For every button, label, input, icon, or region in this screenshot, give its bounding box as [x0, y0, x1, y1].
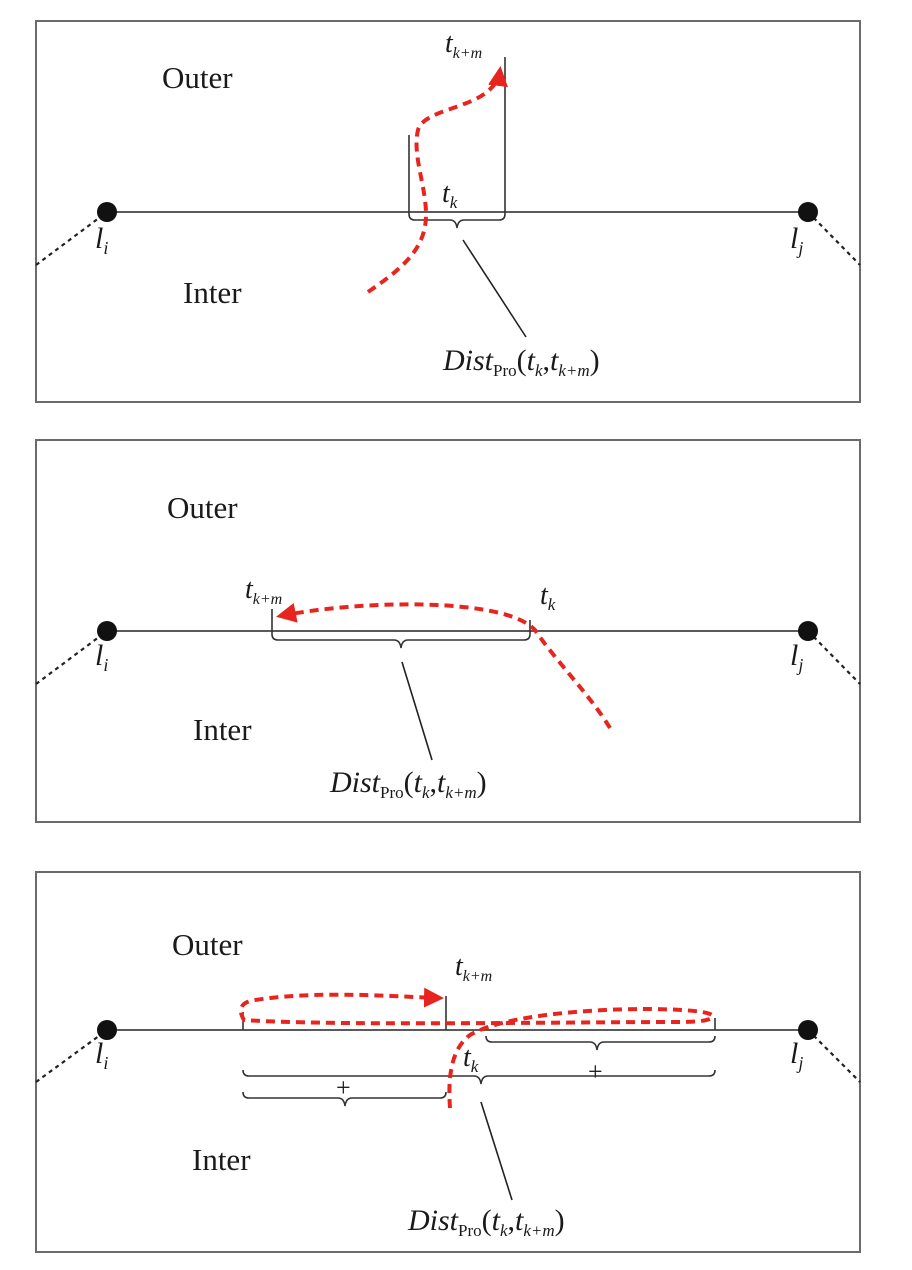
panel-1-tk-label: tk	[442, 178, 458, 212]
panel-2-node-j	[798, 621, 818, 641]
panel-1-inter-label: Inter	[183, 275, 242, 310]
panel-2-trajectory	[276, 602, 612, 730]
panel-2-dist-label: DistPro(tk,tk+m)	[329, 766, 487, 802]
panel-3-right-bracket	[485, 1035, 716, 1051]
panel-3-left-bracket	[242, 1091, 447, 1107]
panel-3-tkm-label: tk+m	[455, 951, 492, 985]
panel-1-node-j	[798, 202, 818, 222]
panel-3-node-j-label: lj	[790, 1037, 803, 1073]
panel-3-inter-label: Inter	[192, 1142, 251, 1177]
panel-3-total-bracket	[242, 1069, 716, 1085]
panel-3-frame	[35, 871, 861, 1253]
panel-2-inter-label: Inter	[193, 712, 252, 747]
panel-2-leader-line	[401, 661, 433, 761]
panel-3-node-i	[97, 1020, 117, 1040]
panel-1-node-i	[97, 202, 117, 222]
panel-1-node-i-label: li	[95, 222, 108, 258]
panel-1-leader-line	[462, 239, 527, 338]
panel-3-leader-line	[480, 1101, 513, 1201]
panel-2-tkm-label: tk+m	[245, 574, 282, 608]
panel-2-distance-bracket	[271, 609, 531, 649]
panel-3-plus-left: +	[336, 1073, 351, 1102]
panel-3-plus-right: +	[588, 1057, 603, 1086]
panel-3-dist-label: DistPro(tk,tk+m)	[407, 1204, 565, 1240]
panel-2-link-left-dashed	[35, 630, 108, 685]
panel-1-distance-bracket	[408, 57, 506, 229]
panel-1-tkm-label: tk+m	[445, 28, 482, 62]
panel-3-node-i-label: li	[95, 1037, 108, 1073]
panel-3-tk-label: tk	[463, 1042, 479, 1076]
panel-2-tk-label: tk	[540, 580, 556, 614]
panel-1-trajectory	[366, 66, 508, 294]
panel-2-node-i	[97, 621, 117, 641]
panel-3-node-j	[798, 1020, 818, 1040]
panel-1: Outer Inter li lj tk tk+m DistPro(tk,tk+…	[35, 20, 861, 403]
panel-3-trajectory	[238, 987, 715, 1109]
panel-3-outer-label: Outer	[172, 927, 243, 962]
panel-3: Outer Inter li lj + + tk+m tk DistPro(tk…	[35, 871, 861, 1253]
panel-1-dist-label: DistPro(tk,tk+m)	[442, 344, 600, 380]
panel-3-link-left-dashed	[35, 1029, 108, 1083]
panel-2: Outer Inter li lj tk+m tk DistPro(tk,tk+…	[35, 439, 861, 823]
panel-2-outer-label: Outer	[167, 490, 238, 525]
panel-1-link-left-dashed	[35, 211, 108, 266]
panel-1-outer-label: Outer	[162, 60, 233, 95]
panel-1-node-j-label: lj	[790, 222, 803, 258]
panel-2-node-j-label: lj	[790, 639, 803, 675]
panel-2-node-i-label: li	[95, 639, 108, 675]
